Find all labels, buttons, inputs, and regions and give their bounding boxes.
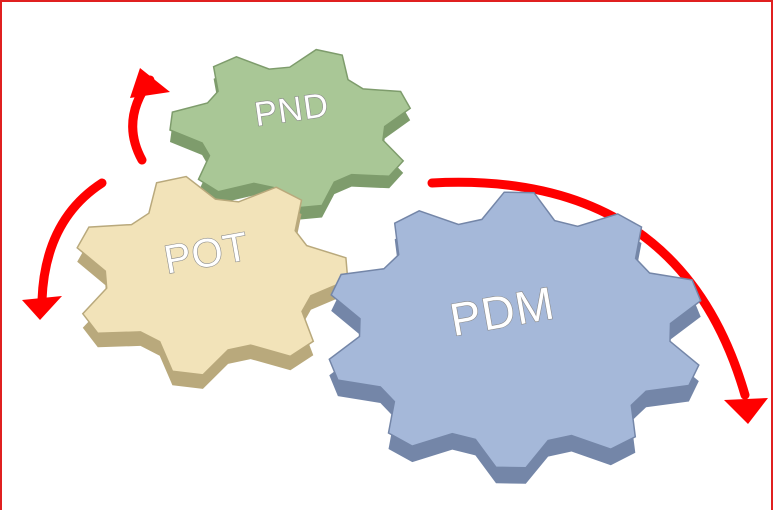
gear-pdm-face <box>328 191 702 469</box>
gear-pot-face <box>76 175 349 376</box>
gear-pnd <box>169 48 412 220</box>
arrow-pot-down-head <box>22 296 62 320</box>
arrow-pot-down <box>37 178 107 305</box>
arrow-pdm-clockwise-head <box>724 398 768 424</box>
arrow-pnd-pot-up-head <box>130 68 170 98</box>
gear-pdm <box>328 191 702 484</box>
gear-pnd-face <box>169 48 412 209</box>
gear-pot <box>76 175 349 389</box>
